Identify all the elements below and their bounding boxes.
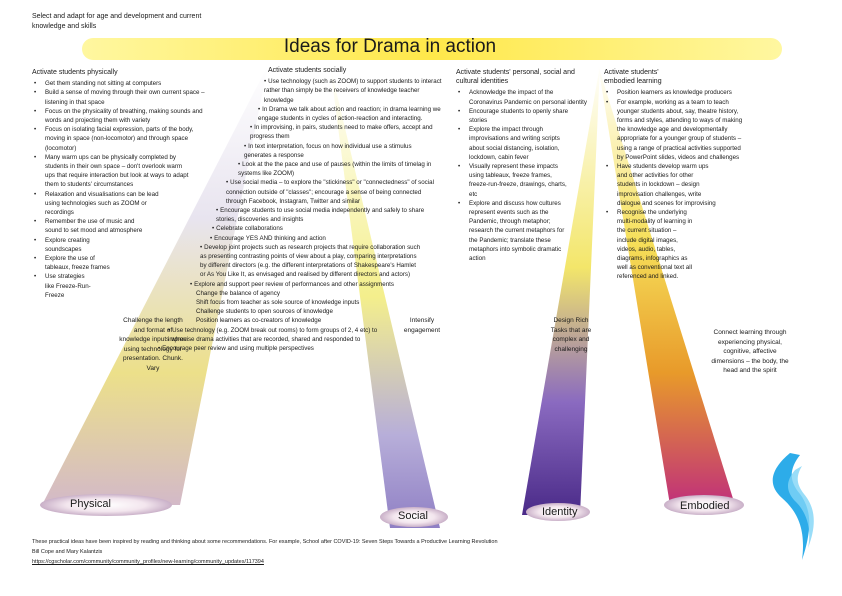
identity-label: Identity [542, 506, 578, 518]
embodied-cone-label: Connect learning through experiencing ph… [711, 329, 789, 374]
wave-logo-highlight-icon [787, 466, 814, 548]
list-item: Explore and support peer review of perfo… [190, 280, 412, 289]
list-item: In text interpretation, focus on how ind… [244, 142, 434, 160]
list-item: Focus on the physicality of breathing, m… [32, 107, 217, 125]
physical-column: Activate students physically Get them st… [32, 68, 232, 300]
list-item: Develop joint projects such as research … [200, 243, 422, 280]
physical-cone-label: Challenge the length and format of knowl… [119, 317, 187, 372]
list-item: Encourage peer review and using multiple… [158, 344, 390, 353]
list-item: Encourage students to openly share stori… [456, 107, 581, 125]
list-item: Get them standing not sitting at compute… [32, 79, 213, 88]
list-item: In Drama we talk about action and reacti… [258, 105, 442, 123]
list-item: Acknowledge the impact of the Coronaviru… [456, 88, 587, 106]
physical-label: Physical [70, 498, 111, 510]
list-item: Build a sense of moving through their ow… [32, 88, 225, 106]
page-title: Ideas for Drama in action [283, 36, 497, 57]
list-item: Position learners as knowledge producers [604, 88, 777, 97]
identity-cone [522, 65, 600, 515]
list-item: Use social media – to explore the "stick… [226, 178, 434, 206]
footer: These practical ideas have been inspired… [32, 537, 502, 567]
footer-citation: These practical ideas have been inspired… [32, 539, 498, 545]
physical-cone [42, 65, 268, 505]
embodied-column: Activate students' embodied learning Pos… [604, 68, 804, 282]
list-item: Explore the impact through improvisation… [456, 125, 575, 162]
social-heading: Activate students socially [268, 67, 347, 74]
physical-base [40, 494, 172, 516]
list-item: Visually represent these impacts using t… [456, 162, 569, 199]
identity-heading: Activate students' personal, social and … [456, 69, 575, 86]
embodied-heading: Activate students' embodied learning [604, 69, 662, 86]
embodied-base [664, 495, 744, 515]
list-item: Encourage YES AND thinking and action [210, 234, 424, 243]
list-item: Change the balance of agency [196, 289, 280, 297]
list-item: Celebrate collaborations [212, 224, 426, 233]
social-cone-label: Intensify engagement [403, 317, 441, 334]
list-item: In improvising, in pairs, students need … [250, 123, 436, 141]
identity-cone-label: Design Rich Tasks that are complex and c… [550, 317, 592, 353]
list-item: Explore and discuss how cultures represe… [456, 199, 565, 263]
list-item: Recognise the underlying multi-modality … [604, 208, 693, 282]
footer-link[interactable]: https://cgscholar.com/community/communit… [32, 559, 264, 565]
list-item: Use technology (such as ZOOM) to support… [264, 77, 444, 105]
list-item: Position learners as co-creators of know… [196, 317, 322, 325]
list-item: For example, working as a team to teach … [604, 98, 747, 162]
list-item: Explore the use of tableaux, freeze fram… [32, 254, 115, 272]
social-column: Activate students socially Use technolog… [158, 66, 448, 353]
list-item: Many warm ups can be physically complete… [32, 153, 193, 190]
list-item: Challenge students to open sources of kn… [196, 308, 333, 316]
list-item: Explore creating soundscapes [32, 236, 125, 254]
identity-base [526, 503, 590, 521]
list-item: Relaxation and visualisations can be lea… [32, 190, 159, 218]
list-item: Use strategies like Freeze-Run-Freeze [32, 272, 93, 300]
footer-authors: Bill Cope and Mary Kalantzis [32, 549, 103, 555]
social-base [380, 507, 448, 527]
embodied-label: Embodied [680, 500, 730, 512]
top-note: Select and adapt for age and development… [32, 13, 202, 30]
list-item: Shift focus from teacher as sole source … [196, 299, 360, 307]
wave-logo-icon [772, 453, 810, 560]
list-item: Focus on isolating facial expression, pa… [32, 125, 201, 153]
list-item: Remember the use of music and sound to s… [32, 217, 143, 235]
social-label: Social [398, 510, 428, 522]
physical-heading: Activate students physically [32, 69, 118, 76]
identity-column: Activate students' personal, social and … [456, 68, 588, 263]
title-bar [82, 38, 782, 60]
list-item: Have students develop warm ups and other… [604, 162, 717, 208]
list-item: Look at the the pace and use of pauses (… [238, 160, 434, 178]
list-item: Encourage students to use social media i… [216, 206, 430, 224]
list-item: Use technology (e.g. ZOOM break out room… [168, 326, 392, 344]
